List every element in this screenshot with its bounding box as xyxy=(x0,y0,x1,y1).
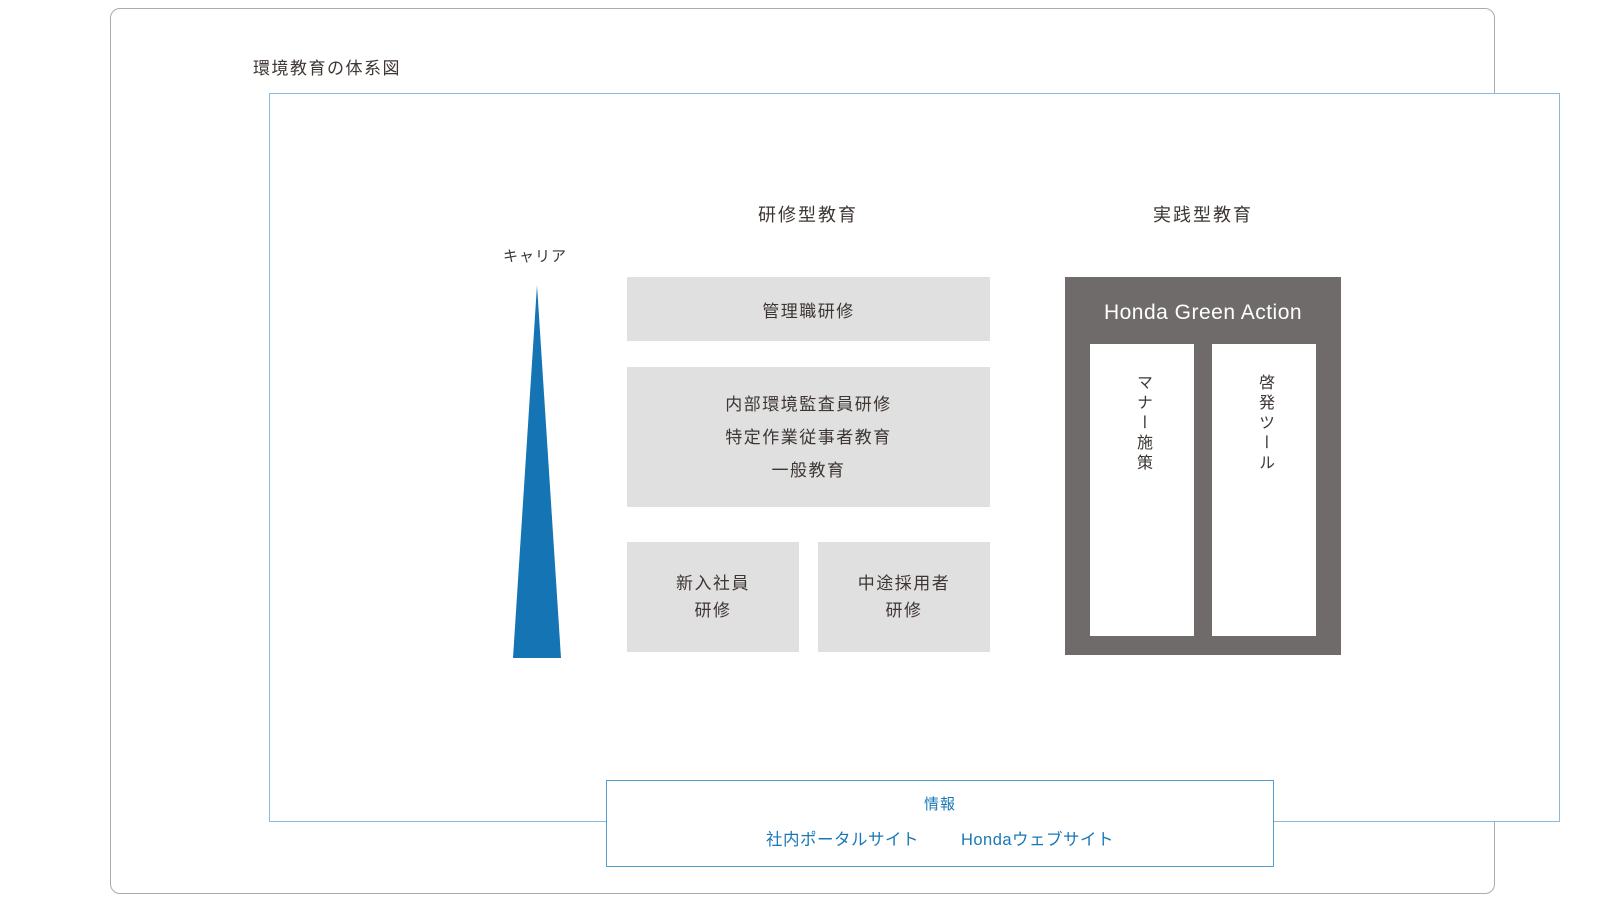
training-column-header: 研修型教育 xyxy=(758,205,858,225)
general-training-line: 特定作業従事者教育 xyxy=(725,427,892,447)
honda-green-action-box: Honda Green Action マナー施策 啓発ツール xyxy=(1065,277,1341,655)
honda-green-action-title: Honda Green Action xyxy=(1103,301,1303,324)
practical-column-header: 実践型教育 xyxy=(1153,205,1253,225)
link-honda-website[interactable]: Hondaウェブサイト xyxy=(960,831,1115,849)
mid-career-training-line: 中途採用者 xyxy=(857,574,951,593)
management-training-label: 管理職研修 xyxy=(762,301,855,321)
info-header: 情報 xyxy=(923,796,956,813)
diagram-title: 環境教育の体系図 xyxy=(253,59,401,78)
awareness-tools-label: 啓発ツール xyxy=(1256,374,1273,474)
new-employee-training-line: 研修 xyxy=(694,601,732,620)
manner-measures-box: マナー施策 xyxy=(1090,344,1194,636)
info-links: 社内ポータルサイト Hondaウェブサイト xyxy=(607,826,1273,850)
awareness-tools-box: 啓発ツール xyxy=(1212,344,1316,636)
info-box: 情報 社内ポータルサイト Hondaウェブサイト xyxy=(606,780,1274,867)
general-training-line: 内部環境監査員研修 xyxy=(725,394,892,414)
mid-career-training-line: 研修 xyxy=(885,601,923,620)
manner-measures-label: マナー施策 xyxy=(1134,374,1151,474)
career-axis-label: キャリア xyxy=(502,248,567,265)
diagram-card: 環境教育の体系図 キャリア 研修型教育 実践型教育 管理職研修 内部環境監査員研… xyxy=(110,8,1560,894)
mid-career-training-box: 中途採用者 研修 xyxy=(818,542,990,652)
general-training-line: 一般教育 xyxy=(771,460,846,480)
new-employee-training-box: 新入社員 研修 xyxy=(627,542,799,652)
general-training-box: 内部環境監査員研修 特定作業従事者教育 一般教育 xyxy=(627,367,990,507)
link-internal-portal-site[interactable]: 社内ポータルサイト xyxy=(765,831,919,849)
management-training-box: 管理職研修 xyxy=(627,277,990,341)
new-employee-training-line: 新入社員 xyxy=(676,574,750,593)
